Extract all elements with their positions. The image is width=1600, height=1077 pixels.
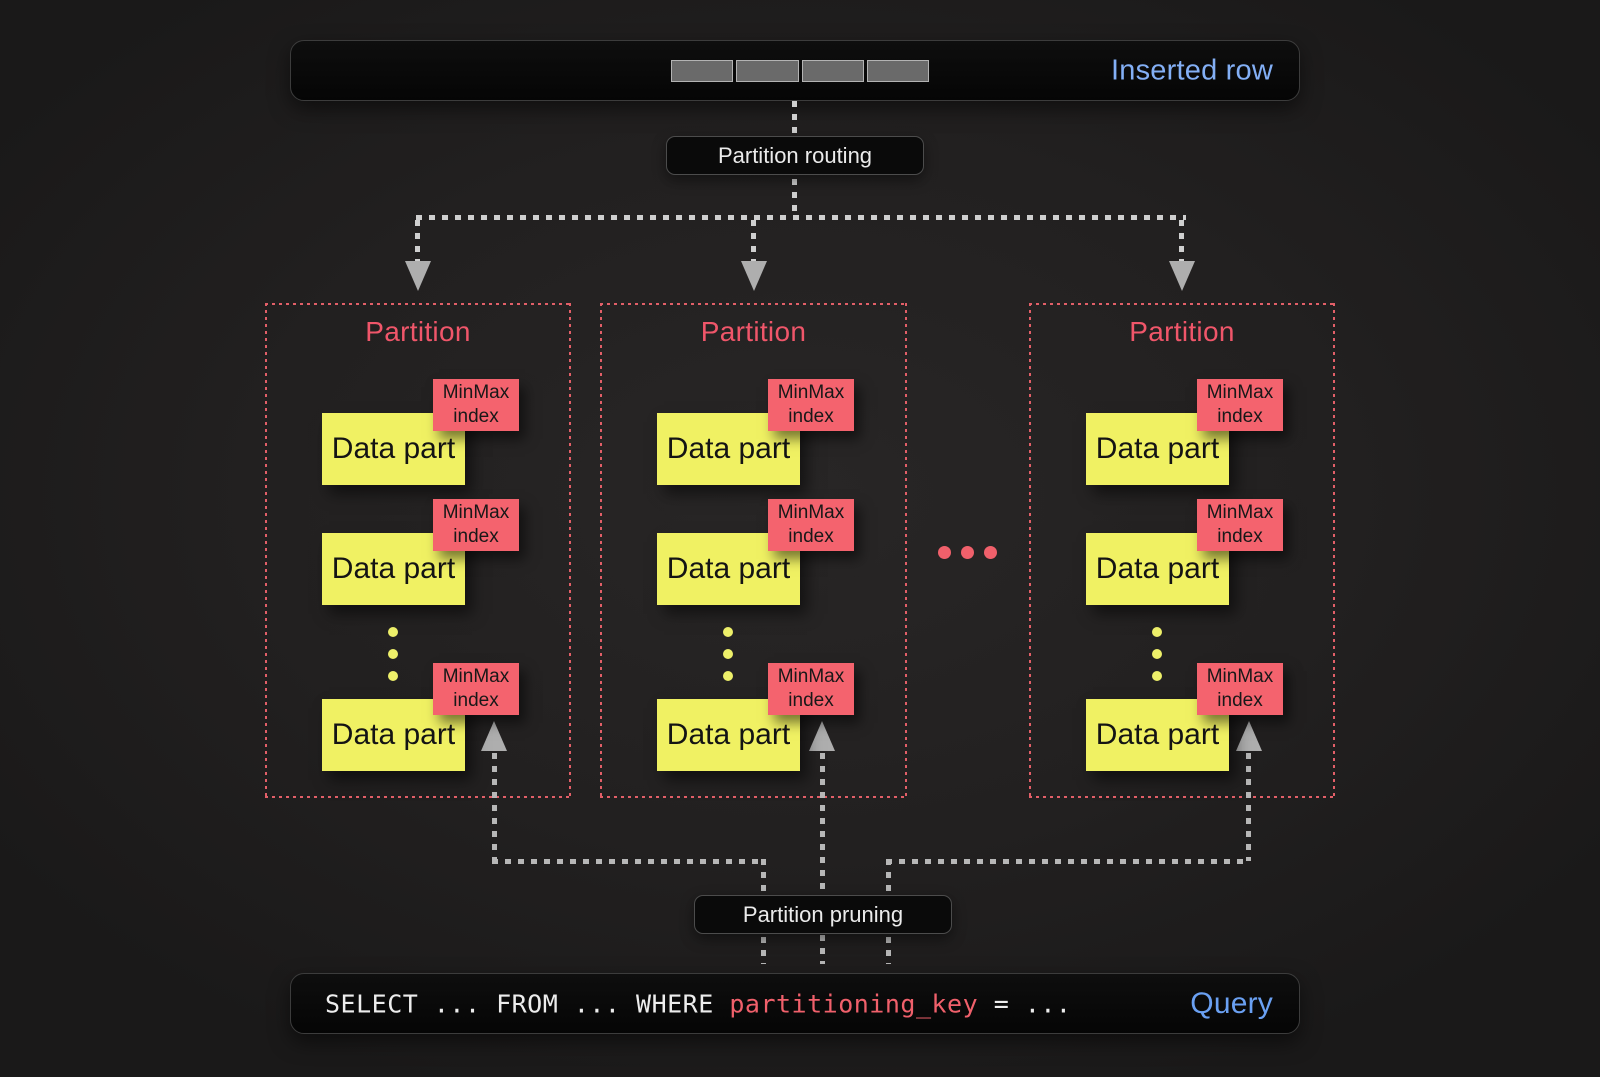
down-arrow-icon bbox=[741, 261, 767, 291]
row-segment bbox=[801, 60, 864, 82]
minmax-index-tag: MinMax index bbox=[768, 379, 854, 431]
branch-drop-left bbox=[415, 220, 420, 261]
up-arrow-icon bbox=[481, 721, 507, 751]
pruning-line-right-horizontal bbox=[886, 859, 1250, 864]
partition-box: Partition MinMax index Data part MinMax … bbox=[265, 303, 571, 798]
inserted-row-bar: Inserted row bbox=[290, 40, 1300, 101]
pruning-line-left-horizontal bbox=[492, 859, 765, 864]
minmax-index-tag: MinMax index bbox=[1197, 663, 1283, 715]
up-arrow-icon bbox=[809, 721, 835, 751]
row-segment bbox=[671, 60, 734, 82]
partition-title: Partition bbox=[1129, 316, 1235, 347]
branch-line bbox=[416, 215, 1186, 220]
query-highlight: partitioning_key bbox=[729, 989, 979, 1018]
more-parts-dots bbox=[723, 627, 733, 681]
partition-routing-label: Partition routing bbox=[666, 136, 924, 175]
pruning-line-center-vertical bbox=[820, 753, 825, 964]
pruning-line-left-vertical bbox=[492, 753, 497, 861]
data-part: Data part bbox=[322, 699, 465, 771]
partition-box: Partition MinMax index Data part MinMax … bbox=[600, 303, 907, 798]
up-arrow-icon bbox=[1236, 721, 1262, 751]
row-segments bbox=[671, 60, 929, 82]
minmax-index-tag: MinMax index bbox=[433, 663, 519, 715]
more-parts-dots bbox=[388, 627, 398, 681]
row-segment bbox=[736, 60, 799, 82]
branch-drop-center bbox=[751, 220, 756, 261]
inserted-row-label: Inserted row bbox=[1111, 54, 1273, 86]
query-code: SELECT ... FROM ... WHERE partitioning_k… bbox=[325, 989, 1071, 1018]
minmax-index-tag: MinMax index bbox=[1197, 499, 1283, 551]
query-bar: SELECT ... FROM ... WHERE partitioning_k… bbox=[290, 973, 1300, 1034]
query-code-after: = ... bbox=[978, 989, 1072, 1018]
more-partitions-dots bbox=[938, 546, 997, 559]
data-part: Data part bbox=[1086, 413, 1229, 485]
branch-drop-right bbox=[1179, 220, 1184, 261]
partition-pruning-label: Partition pruning bbox=[694, 895, 952, 934]
minmax-index-tag: MinMax index bbox=[433, 379, 519, 431]
minmax-index-tag: MinMax index bbox=[1197, 379, 1283, 431]
partition-box: Partition MinMax index Data part MinMax … bbox=[1029, 303, 1335, 798]
row-segment bbox=[866, 60, 929, 82]
query-label: Query bbox=[1190, 986, 1273, 1020]
more-parts-dots bbox=[1152, 627, 1162, 681]
minmax-index-tag: MinMax index bbox=[768, 663, 854, 715]
down-arrow-icon bbox=[1169, 261, 1195, 291]
query-code-before: SELECT ... FROM ... WHERE bbox=[325, 989, 730, 1018]
minmax-index-tag: MinMax index bbox=[433, 499, 519, 551]
minmax-index-tag: MinMax index bbox=[768, 499, 854, 551]
down-arrow-icon bbox=[405, 261, 431, 291]
partition-title: Partition bbox=[700, 316, 807, 347]
partition-title: Partition bbox=[365, 316, 471, 347]
pruning-line-right-vertical bbox=[1246, 753, 1251, 861]
